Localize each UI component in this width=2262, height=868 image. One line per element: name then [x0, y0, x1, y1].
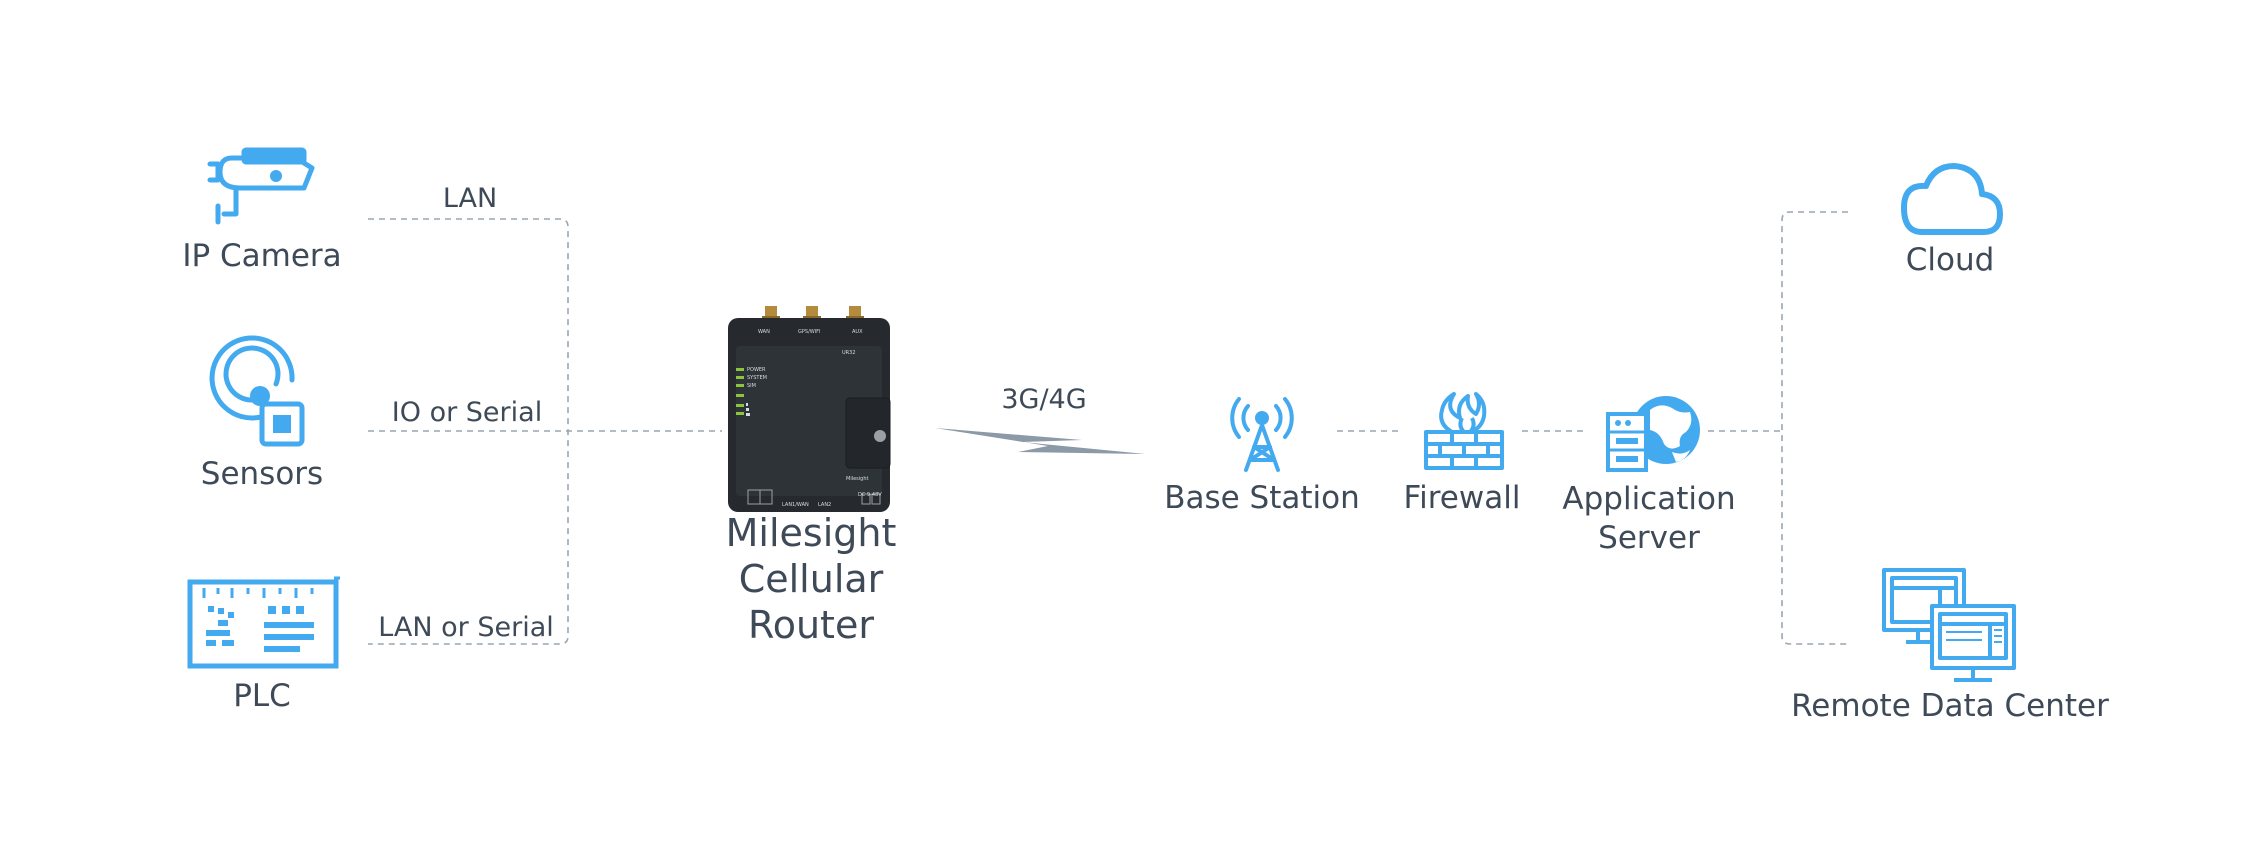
wireless-link-bolt [935, 428, 1145, 454]
router-led-system-label: SYSTEM [747, 375, 767, 381]
ip-camera-icon [207, 147, 315, 225]
router-label-line2: Cellular [738, 557, 884, 601]
cellular-link-label: 3G/4G [1001, 384, 1087, 415]
sensors-label: Sensors [200, 456, 324, 492]
remote-data-center-icon [1882, 568, 2016, 682]
lan-serial-connection-label: LAN or Serial [378, 612, 554, 643]
right-connection-lines [1337, 211, 1848, 645]
router-brand-label: Milesight [846, 476, 869, 482]
router-model-label: UR32 [842, 350, 856, 356]
cloud-icon [1901, 163, 2003, 235]
router-port-aux-label: AUX [852, 329, 863, 335]
left-connection-lines [368, 218, 722, 645]
base-station-label: Base Station [1164, 480, 1360, 516]
cloud-label: Cloud [1905, 242, 1995, 278]
router-led-power-label: POWER [747, 367, 766, 373]
application-server-label: Application Server [1562, 480, 1735, 558]
plc-icon [187, 576, 340, 669]
base-station-icon [1230, 397, 1294, 472]
ip-camera-label: IP Camera [182, 238, 342, 274]
router-port-gps-label: GPS/WIFI [798, 329, 821, 335]
firewall-icon [1424, 392, 1504, 470]
io-serial-connection-label: IO or Serial [391, 397, 543, 428]
router-label-line1: Milesight [725, 511, 897, 555]
application-server-label-line1: Application [1562, 481, 1736, 517]
router-port-lan2-label: LAN2 [818, 502, 831, 508]
application-server-label-line2: Server [1598, 520, 1700, 556]
application-server-icon [1606, 396, 1700, 472]
router-led-sim-label: SIM [747, 383, 756, 389]
cellular-router-image: WAN GPS/WIFI AUX UR32 POWER SYSTEM SIM L… [728, 306, 891, 512]
router-label-line3: Router [748, 603, 874, 647]
plc-label: PLC [233, 678, 291, 714]
router-port-lan-wan-label: LAN1/WAN [782, 502, 809, 508]
lan-connection-label: LAN [442, 183, 498, 214]
router-port-dc-label: DC 9-48V [858, 492, 882, 498]
sensor-icon [209, 335, 305, 447]
remote-data-center-label: Remote Data Center [1791, 688, 2109, 724]
router-port-wan-label: WAN [758, 329, 770, 335]
firewall-label: Firewall [1403, 480, 1521, 516]
router-label: Milesight Cellular Router [726, 510, 897, 648]
